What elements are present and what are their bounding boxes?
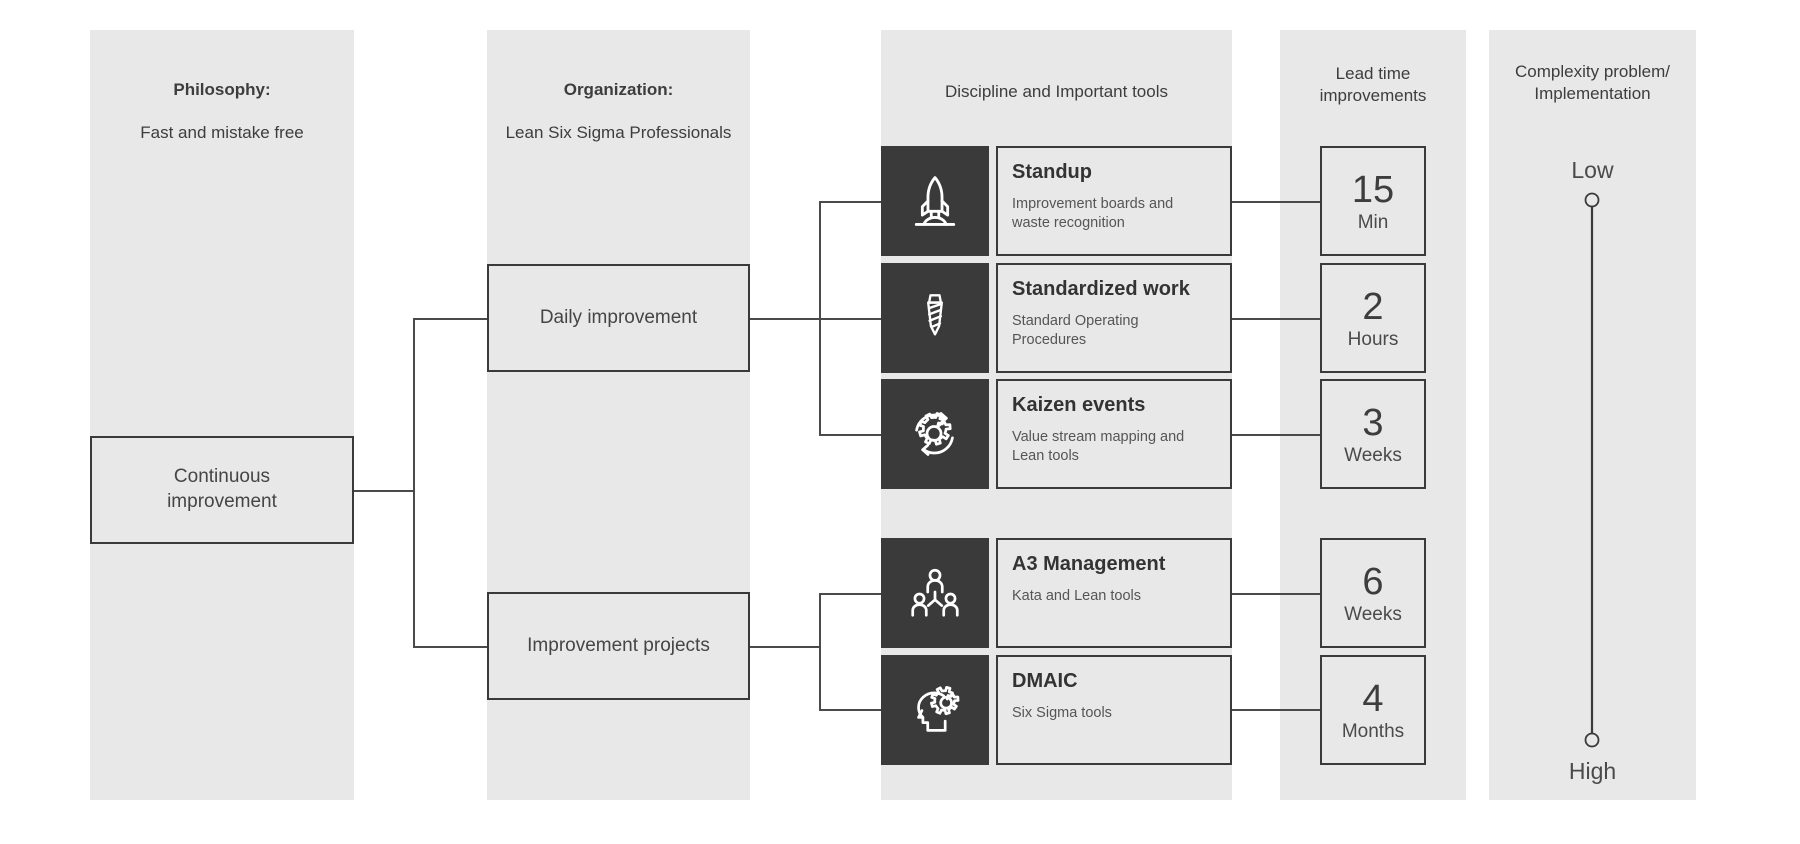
column-title-organization: Organization: Lean Six Sigma Professiona…	[487, 58, 750, 164]
connector-daily-to-standardized	[819, 318, 881, 320]
head-gear-icon	[917, 685, 960, 732]
connector-branch-spine	[413, 318, 415, 647]
lead-unit-kaizen-events: Weeks	[1344, 444, 1402, 466]
column-title-philosophy-strong: Philosophy:	[173, 80, 271, 100]
tool-title-kaizen-events: Kaizen events	[1012, 394, 1146, 416]
column-title-philosophy-sub: Fast and mistake free	[140, 122, 304, 142]
tool-title-a3-management: A3 Management	[1012, 553, 1166, 575]
tool-icon-tile-a3-management[interactable]	[881, 538, 989, 648]
lead-value-dmaic: 4	[1362, 677, 1384, 720]
column-title-complexity-sub: Complexity problem/ Implementation	[1515, 62, 1670, 103]
node-improvement-projects-label: Improvement projects	[527, 634, 710, 656]
column-title-complexity: Complexity problem/ Implementation	[1489, 40, 1696, 125]
lead-box-kaizen-events[interactable]: 3 Weeks	[1320, 379, 1426, 489]
lead-box-dmaic[interactable]: 4 Months	[1320, 655, 1426, 765]
connector-projects-to-dmaic	[819, 709, 881, 711]
connector-daily-out	[750, 318, 820, 320]
rocket-icon	[914, 176, 956, 226]
tool-icon-tile-kaizen-events[interactable]	[881, 379, 989, 489]
lead-box-a3-management[interactable]: 6 Weeks	[1320, 538, 1426, 648]
scale-endpoint-low	[1584, 192, 1600, 208]
tool-title-standup: Standup	[1012, 161, 1092, 183]
tool-card-kaizen-events[interactable]: Kaizen events Value stream mapping and L…	[996, 379, 1232, 489]
tool-card-standardized-work[interactable]: Standardized work Standard Operating Pro…	[996, 263, 1232, 373]
tool-icon-tile-standardized-work[interactable]	[881, 263, 989, 373]
lead-value-standup: 15	[1351, 168, 1395, 211]
node-daily-improvement-label: Daily improvement	[539, 306, 698, 328]
tool-subtitle-standardized-work: Standard Operating Procedures	[1012, 313, 1139, 348]
connector-daily-to-standup	[819, 201, 881, 203]
lead-value-standardized-work: 2	[1362, 285, 1384, 328]
lead-unit-dmaic: Months	[1341, 720, 1405, 742]
complexity-low-label: Low	[1571, 157, 1614, 183]
column-panel-philosophy	[90, 30, 354, 800]
complexity-high-label: High	[1568, 758, 1617, 784]
connector-standardized-to-lead	[1232, 318, 1320, 320]
tool-card-dmaic[interactable]: DMAIC Six Sigma tools	[996, 655, 1232, 765]
node-continuous-improvement-label: Continuous improvement	[167, 466, 277, 512]
lead-box-standardized-work[interactable]: 2 Hours	[1320, 263, 1426, 373]
lead-box-standup[interactable]: 15 Min	[1320, 146, 1426, 256]
column-title-organization-strong: Organization:	[563, 80, 674, 100]
connector-projects-to-a3	[819, 593, 881, 595]
lead-unit-a3-management: Weeks	[1344, 603, 1402, 625]
connector-projects-out	[750, 646, 820, 648]
node-improvement-projects[interactable]: Improvement projects	[487, 592, 750, 700]
tool-subtitle-kaizen-events: Value stream mapping and Lean tools	[1012, 429, 1185, 464]
column-title-leadtime-sub: Lead time improvements	[1319, 64, 1427, 105]
tool-title-standardized-work: Standardized work	[1012, 278, 1190, 300]
lead-value-kaizen-events: 3	[1362, 401, 1384, 444]
column-title-discipline-sub: Discipline and Important tools	[944, 82, 1168, 102]
connector-a3-to-lead	[1232, 593, 1320, 595]
connector-standup-to-lead	[1232, 201, 1320, 203]
node-continuous-improvement[interactable]: Continuous improvement	[90, 436, 354, 544]
column-title-leadtime: Lead time improvements	[1280, 42, 1466, 127]
tool-subtitle-standup: Improvement boards and waste recognition	[1012, 196, 1174, 231]
connector-root-out	[352, 490, 414, 492]
connector-kaizen-to-lead	[1232, 434, 1320, 436]
tool-title-dmaic: DMAIC	[1012, 670, 1078, 692]
people-group-icon	[911, 568, 959, 617]
complexity-scale-bottom-label: High	[1489, 758, 1696, 785]
connector-to-daily	[413, 318, 487, 320]
column-title-philosophy: Philosophy: Fast and mistake free	[90, 58, 354, 164]
lead-value-a3-management: 6	[1362, 560, 1384, 603]
complexity-scale-top-label: Low	[1489, 157, 1696, 184]
tool-subtitle-dmaic: Six Sigma tools	[1012, 705, 1112, 721]
tool-card-standup[interactable]: Standup Improvement boards and waste rec…	[996, 146, 1232, 256]
necktie-icon	[927, 294, 943, 336]
connector-dmaic-to-lead	[1232, 709, 1320, 711]
connector-daily-to-kaizen	[819, 434, 881, 436]
tool-icon-tile-dmaic[interactable]	[881, 655, 989, 765]
scale-endpoint-high	[1584, 732, 1600, 748]
complexity-scale-axis	[1584, 192, 1600, 748]
lead-unit-standup: Min	[1357, 211, 1389, 233]
gear-cycle-icon	[915, 412, 954, 456]
column-title-discipline: Discipline and Important tools	[881, 60, 1232, 124]
lead-unit-standardized-work: Hours	[1347, 328, 1399, 350]
column-title-organization-sub: Lean Six Sigma Professionals	[505, 122, 732, 142]
node-daily-improvement[interactable]: Daily improvement	[487, 264, 750, 372]
tool-subtitle-a3-management: Kata and Lean tools	[1012, 588, 1141, 604]
tool-icon-tile-standup[interactable]	[881, 146, 989, 256]
connector-projects-spine	[819, 593, 821, 710]
tool-card-a3-management[interactable]: A3 Management Kata and Lean tools	[996, 538, 1232, 648]
connector-to-projects	[413, 646, 487, 648]
